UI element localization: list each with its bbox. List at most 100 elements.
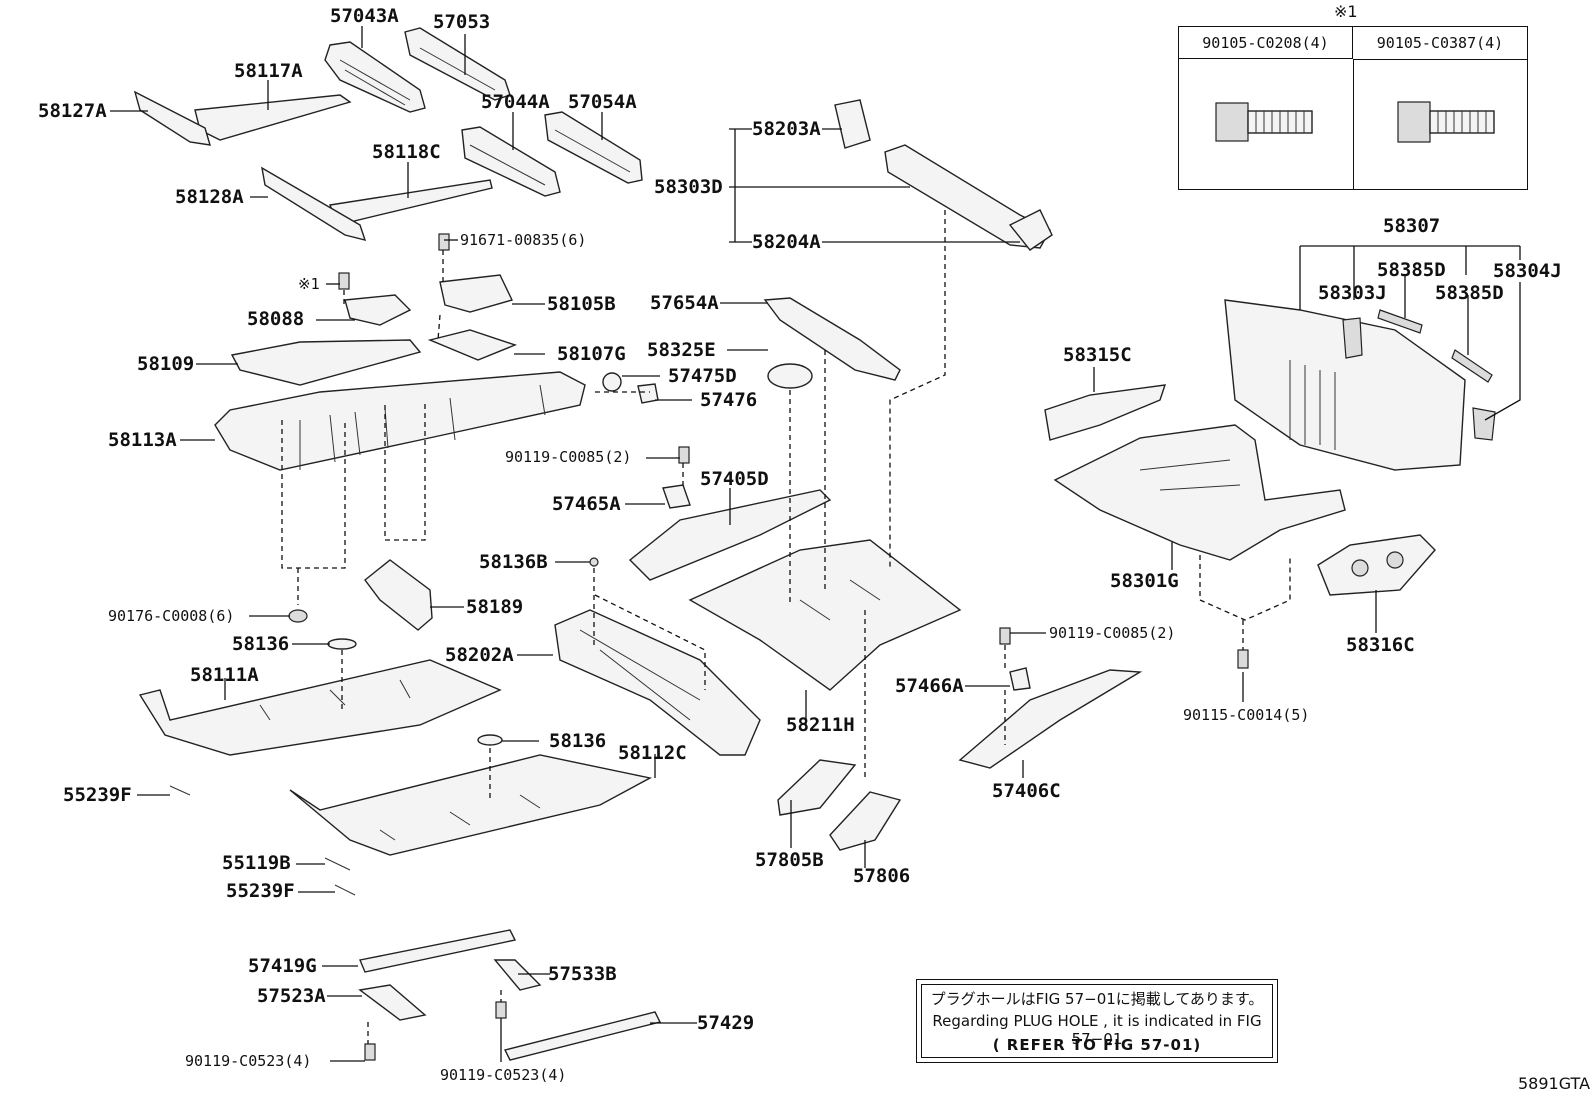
washer-58136a [327,638,357,650]
label-90119-C0085-a: 90119-C0085(2) [505,448,631,466]
table-mark: ※1 [1334,2,1358,21]
label-57419G: 57419G [248,955,317,977]
part-58112C [289,754,653,856]
part-57044A [461,126,561,197]
part-57475D [602,372,622,392]
table-bolt-2 [1397,101,1495,143]
label-58111A: 58111A [190,664,259,686]
bolt-90119-d [495,1001,507,1019]
label-58117A: 58117A [234,60,303,82]
table-bolt-1 [1215,102,1313,142]
label-57405D: 57405D [700,468,769,490]
label-58088: 58088 [247,308,304,330]
label-58304J: 58304J [1493,260,1562,282]
part-55239F-b [334,884,356,896]
part-58385D-b [1451,349,1493,383]
part-labels: 57043A 57053 58117A 58127A 57044A 57054A… [38,5,1562,1084]
label-57806: 57806 [853,865,910,887]
part-58128A [261,166,367,241]
part-58088 [344,294,412,326]
note-ref: ( REFER TO FIG 57-01) [992,1036,1202,1054]
label-58303D: 58303D [654,176,723,198]
label-58385D-a: 58385D [1377,259,1446,281]
label-58385D-b: 58385D [1435,282,1504,304]
part-57523A [358,984,427,1021]
part-58117A [194,94,352,141]
label-57044A: 57044A [481,91,550,113]
part-57419G [359,929,517,973]
label-58316C: 58316C [1346,634,1415,656]
part-58211H [688,539,962,691]
bolt-90119-a [678,446,690,464]
label-58301G: 58301G [1110,570,1179,592]
label-57805B: 57805B [755,849,824,871]
label-90115-C0014: 90115-C0014(5) [1183,706,1309,724]
nut-58136B [589,557,599,567]
part-58109 [230,339,422,386]
bolt-table: 90105-C0208(4) 90105-C0387(4) [1178,26,1528,190]
part-58304J [1472,407,1496,441]
part-57043A [324,41,426,113]
part-57654A [763,297,901,381]
label-58118C: 58118C [372,141,441,163]
part-55119B [324,857,351,871]
part-55239F-a [169,785,191,796]
label-mark1: ※1 [298,275,320,293]
part-58315C [1044,384,1167,441]
label-58105B: 58105B [547,293,616,315]
part-58203A [834,99,871,149]
label-58127A: 58127A [38,100,107,122]
bolt-table-divider [1353,59,1354,189]
part-58118C [329,179,493,223]
part-58113A [214,371,586,471]
bolt-mark1 [338,272,350,290]
label-58303J: 58303J [1318,282,1387,304]
label-58107G: 58107G [557,343,626,365]
dashed-lines [281,210,1291,1044]
bolt-table-col2: 90105-C0387(4) [1353,27,1527,60]
part-57406C [958,669,1143,769]
label-55239F-a: 55239F [63,784,132,806]
bolt-90119-b [999,627,1011,645]
part-58385D-a [1377,309,1423,334]
part-57805B [777,759,857,816]
label-58203A: 58203A [752,118,821,140]
label-58109: 58109 [137,353,194,375]
bolt-90115 [1237,649,1249,669]
label-58315C: 58315C [1063,344,1132,366]
label-57523A: 57523A [257,985,326,1007]
label-57406C: 57406C [992,780,1061,802]
nut-90176 [288,609,308,623]
part-57429 [503,1011,662,1061]
label-55239F-b: 55239F [226,880,295,902]
label-58136B: 58136B [479,551,548,573]
label-57475D: 57475D [668,365,737,387]
part-58111A [138,659,502,756]
label-57043A: 57043A [330,5,399,27]
bolt-91671 [438,233,450,251]
note-jp: プラグホールはFIG 57−01に掲載してあります。 [930,990,1264,1008]
part-57054A [544,111,643,184]
part-58107G [427,329,518,361]
part-58301G [1053,424,1346,561]
leader-lines [110,26,1521,1062]
part-58325E [767,363,813,389]
part-57466A [1009,667,1031,691]
label-57465A: 57465A [552,493,621,515]
label-91671-00835: 91671-00835(6) [460,231,586,249]
label-58113A: 58113A [108,429,177,451]
bolt-table-col1: 90105-C0208(4) [1179,27,1353,59]
label-58211H: 58211H [786,714,855,736]
label-58204A: 58204A [752,231,821,253]
label-57429: 57429 [697,1012,754,1034]
label-57533B: 57533B [548,963,617,985]
label-58128A: 58128A [175,186,244,208]
drawing-id: 5891GTA [1518,1074,1591,1093]
bolt-90119-c [364,1043,376,1061]
washer-58136b [477,734,503,746]
label-58112C: 58112C [618,742,687,764]
part-58189 [364,559,433,631]
part-57533B [493,959,542,991]
note-en: Regarding PLUG HOLE , it is indicated in… [932,1012,1262,1048]
label-90176-C0008: 90176-C0008(6) [108,607,234,625]
